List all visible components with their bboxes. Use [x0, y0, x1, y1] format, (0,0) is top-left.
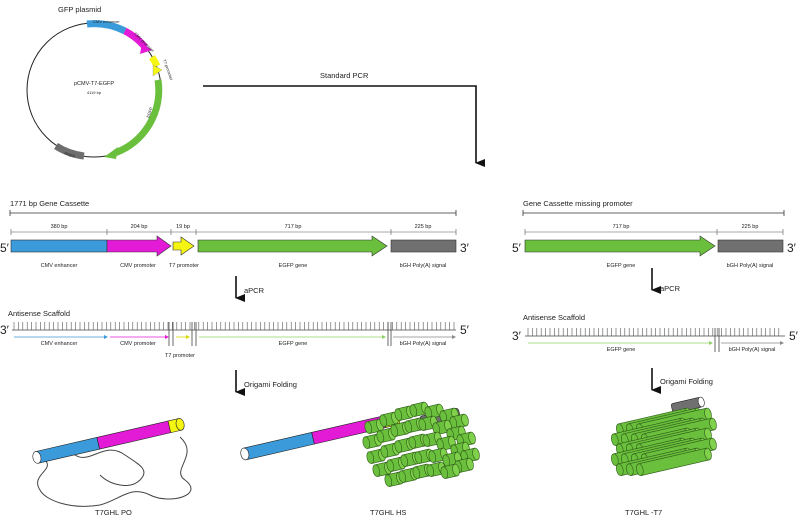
- apcr-label-left: aPCR: [244, 286, 265, 295]
- bp-717: 717 bp: [285, 224, 302, 230]
- right-scaffold-label-egfp: EGFP gene: [607, 347, 636, 353]
- label-bgh: bGH Poly(A) signal: [400, 263, 447, 269]
- left-antisense-scaffold: Antisense Scaffold 3′ 5′ CMV enhancer CM…: [0, 309, 470, 359]
- apcr-label-right: aPCR: [660, 284, 681, 293]
- bp-225: 225 bp: [415, 224, 432, 230]
- bp-204: 204 bp: [131, 224, 148, 230]
- po-helix-bundle: [32, 418, 185, 464]
- right-antisense-scaffold: Antisense Scaffold 3′ 5′ EGFP gene bGH P…: [512, 313, 799, 353]
- plasmid-name: pCMV-T7-EGFP: [74, 81, 114, 87]
- left-cassette-5prime: 5′: [0, 241, 10, 255]
- right-cassette-5prime: 5′: [512, 241, 522, 255]
- plasmid-size: 4119 bp: [87, 90, 102, 95]
- scaffold-label-cmv-enhancer: CMV enhancer: [41, 341, 78, 347]
- right-bp-ruler: 717 bp 225 bp: [524, 224, 784, 235]
- right-segment-egfp: [524, 235, 716, 257]
- right-bp-225: 225 bp: [742, 224, 759, 230]
- right-scaffold-label-bgh: bGH Poly(A) signal: [729, 347, 776, 353]
- segment-t7-promoter: [172, 236, 195, 256]
- left-scaffold-5prime: 5′: [460, 323, 470, 337]
- plasmid-label-egfp: EGFP: [145, 106, 154, 118]
- right-scaffold-5prime: 5′: [789, 329, 799, 343]
- structure-po: T7GHL PO: [32, 418, 192, 517]
- plasmid-map: GFP plasmid CMV enhancer CMV promoter T7…: [26, 5, 174, 160]
- folding-step-right: Origami Folding: [651, 368, 713, 394]
- segment-bgh: [390, 239, 457, 253]
- plasmid-cmv-enhancer-arc: [86, 20, 127, 35]
- segment-egfp: [197, 235, 388, 257]
- structure-hs: T7GHL HS: [240, 401, 480, 517]
- bp-380: 380 bp: [51, 224, 68, 230]
- left-cassette-3prime: 3′: [460, 241, 470, 255]
- plasmid-t7-arc: [149, 55, 161, 68]
- pcr-step: Standard PCR: [203, 71, 485, 167]
- right-label-bgh: bGH Poly(A) signal: [727, 263, 774, 269]
- plasmid-cmv-promoter-arrowhead: [140, 43, 152, 54]
- scaffold-label-cmv-promoter: CMV promoter: [120, 341, 156, 347]
- pcr-label: Standard PCR: [320, 71, 369, 80]
- apcr-step-right: aPCR: [651, 268, 681, 294]
- label-t7-promoter: T7 promoter: [169, 263, 199, 269]
- left-scaffold-3prime: 3′: [0, 323, 10, 337]
- label-egfp: EGFP gene: [279, 263, 308, 269]
- right-bp-717: 717 bp: [613, 224, 630, 230]
- plasmid-label-ampr: AmpR: [64, 150, 76, 159]
- folding-label-right: Origami Folding: [660, 377, 713, 386]
- apcr-step-left: aPCR: [235, 276, 265, 302]
- segment-cmv-enhancer: [10, 239, 108, 253]
- right-scaffold-ticks: [527, 328, 780, 336]
- po-unfolded-strand: [37, 436, 192, 507]
- plasmid-label-t7: T7 promoter: [162, 59, 174, 82]
- right-gene-cassette: Gene Cassette missing promoter 717 bp 22…: [512, 199, 797, 269]
- right-label-egfp: EGFP gene: [607, 263, 636, 269]
- structure-hs-label: T7GHL HS: [370, 508, 406, 517]
- t7-green-bundle: [611, 396, 717, 476]
- right-scaffold-title: Antisense Scaffold: [523, 313, 585, 322]
- structure-t7: T7GHL -T7: [611, 396, 717, 517]
- scaffold-label-t7: T7 promoter: [165, 353, 195, 359]
- pcr-arrow: [203, 85, 485, 167]
- plasmid-ampr-arc: [54, 142, 85, 160]
- structure-t7-label: T7GHL -T7: [625, 508, 662, 517]
- right-segment-bgh: [717, 239, 784, 253]
- right-cassette-title: Gene Cassette missing promoter: [523, 199, 633, 208]
- left-gene-cassette: 1771 bp Gene Cassette 380 bp 204 bp 19 b…: [0, 199, 470, 269]
- structure-po-label: T7GHL PO: [95, 508, 132, 517]
- scaffold-label-bgh: bGH Poly(A) signal: [400, 341, 447, 347]
- right-cassette-3prime: 3′: [787, 241, 797, 255]
- plasmid-t7-arrowhead: [152, 64, 163, 77]
- left-scaffold-title: Antisense Scaffold: [8, 309, 70, 318]
- left-cassette-title: 1771 bp Gene Cassette: [10, 199, 89, 208]
- label-cmv-promoter: CMV promoter: [120, 263, 156, 269]
- folding-step-left: Origami Folding: [235, 370, 297, 396]
- segment-cmv-promoter: [106, 235, 172, 257]
- left-bp-ruler: 380 bp 204 bp 19 bp 717 bp 225 bp: [10, 224, 457, 235]
- folding-label-left: Origami Folding: [244, 380, 297, 389]
- plasmid-egfp-arc: [113, 79, 163, 157]
- plasmid-title: GFP plasmid: [58, 5, 101, 14]
- right-scaffold-3prime: 3′: [512, 329, 522, 343]
- plasmid-label-cmv-enhancer: CMV enhancer: [93, 19, 120, 24]
- hs-green-cluster: [362, 401, 480, 487]
- plasmid-egfp-arrowhead: [104, 147, 118, 159]
- left-scaffold-ticks: [13, 322, 455, 330]
- scaffold-label-egfp: EGFP gene: [279, 341, 308, 347]
- bp-19: 19 bp: [176, 224, 190, 230]
- label-cmv-enhancer: CMV enhancer: [41, 263, 78, 269]
